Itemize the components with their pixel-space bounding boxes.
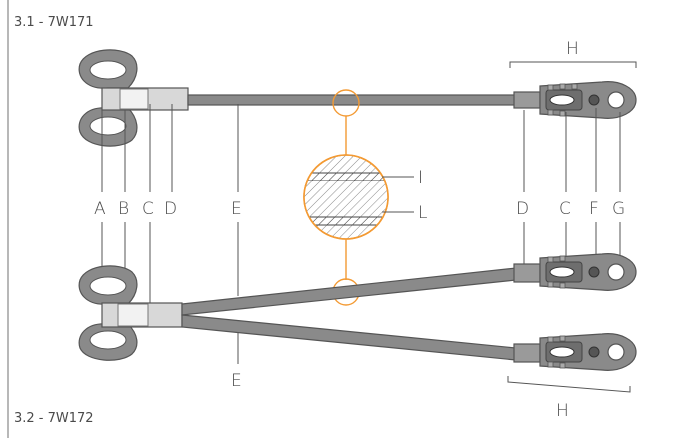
label-B: B <box>118 199 129 219</box>
cable-top <box>187 94 519 106</box>
label-C-right: C <box>559 199 571 219</box>
label-row: A B C D E D C F G <box>94 199 625 219</box>
label-F: F <box>589 199 599 219</box>
eye-loop-bottom <box>78 265 138 361</box>
eye-loop-top <box>78 49 138 147</box>
label-D-right: D <box>516 199 529 219</box>
label-E-mid: E <box>231 199 242 219</box>
ferrule-bottom-left <box>117 303 149 327</box>
assembly-7w171: H <box>78 39 637 147</box>
cable-bottom-lower <box>181 314 517 361</box>
label-E-bottom: E <box>231 371 242 391</box>
caption-top: 3.1 - 7W171 <box>14 15 94 30</box>
terminal-bottom-lower <box>539 333 637 371</box>
sleeve-bottom-right-upper <box>513 263 541 283</box>
assembly-7w172: H E <box>78 253 637 421</box>
sleeve-bottom-right-lower <box>513 343 541 363</box>
terminal-top <box>539 81 637 119</box>
cross-section-detail: I L <box>303 89 427 306</box>
dimension-bracket-top <box>509 61 637 68</box>
dimension-bracket-bottom <box>507 376 631 393</box>
caption-bottom: 3.2 - 7W172 <box>14 411 94 426</box>
label-C-left: C <box>142 199 154 219</box>
terminal-bottom-upper <box>539 253 637 291</box>
cable-bottom-upper <box>181 267 517 316</box>
ferrule-top-left <box>119 88 149 110</box>
label-H-top: H <box>566 39 579 59</box>
label-D-left: D <box>164 199 177 219</box>
sleeve-top-right <box>513 91 541 109</box>
leader-lines-top <box>101 104 621 192</box>
label-G: G <box>612 199 625 219</box>
label-L: L <box>418 203 427 223</box>
label-H-bottom: H <box>556 401 569 421</box>
label-I: I <box>418 168 423 188</box>
label-A: A <box>94 199 106 219</box>
